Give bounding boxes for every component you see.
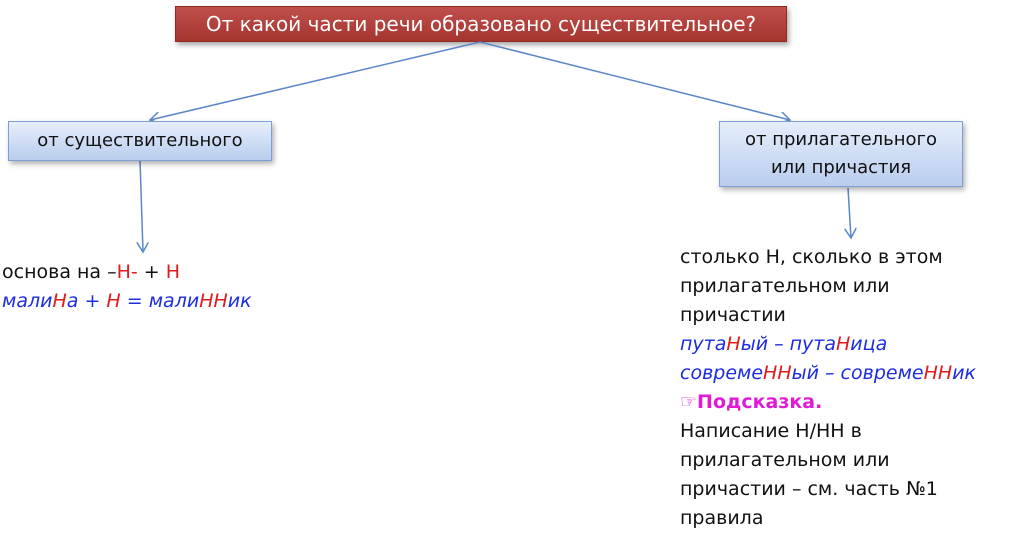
ex-part-c: а + <box>66 290 107 312</box>
ex1-a: пута <box>680 333 727 355</box>
arrow-right-down <box>848 187 851 238</box>
arrow-title-to-left <box>150 41 481 120</box>
right-rule-line3: причастии <box>680 304 786 326</box>
right-rule: столько Н, сколько в этом прилагательном… <box>680 243 976 533</box>
hint-line: ☞Подсказка. <box>680 388 976 417</box>
title-text: От какой части речи образовано существит… <box>205 12 757 36</box>
ex-part-e: = мали <box>120 290 200 312</box>
ex-part-g: ик <box>227 290 252 312</box>
right-rule-line2: прилагательном или <box>680 275 890 297</box>
rule-dash: – <box>107 261 117 283</box>
title-box: От какой части речи образовано существит… <box>175 6 787 42</box>
ex-part-f: НН <box>199 290 228 312</box>
note-line4: правила <box>680 507 764 529</box>
left-example-line: малиНа + Н = малиННик <box>2 287 252 316</box>
ex-part-a: мали <box>2 290 53 312</box>
pointing-hand-icon: ☞ <box>680 391 698 413</box>
ex-part-d: Н <box>106 290 121 312</box>
left-rule: основа на –Н- + Н малиНа + Н = малиННик <box>2 258 252 316</box>
node-from-adjective: от прилагательного или причастия <box>719 121 963 187</box>
ex2-d: НН <box>923 362 953 384</box>
rule-suffix-h: Н- <box>116 261 138 283</box>
arrow-left-down <box>140 159 143 252</box>
node-from-adjective-line1: от прилагательного <box>744 129 938 150</box>
note-line3: причастии – см. часть №1 <box>680 478 938 500</box>
ex2-c: ый – совреме <box>791 362 924 384</box>
node-from-noun: от существительного <box>8 121 272 161</box>
ex1-e: ица <box>850 333 888 355</box>
arrow-title-to-right <box>479 41 790 120</box>
rule-prefix: основа на <box>2 261 108 283</box>
node-from-adjective-line2: или причастия <box>770 157 912 178</box>
ex-part-b: Н <box>52 290 67 312</box>
rule-h: Н <box>165 261 181 283</box>
ex2-a: совреме <box>680 362 764 384</box>
ex1-c: ый – пута <box>740 333 836 355</box>
right-example2: совремеННый – совремеННик <box>680 359 976 388</box>
ex2-e: ик <box>952 362 977 384</box>
left-rule-line: основа на –Н- + Н <box>2 258 252 287</box>
ex2-b: НН <box>763 362 792 384</box>
ex1-b: Н <box>726 333 741 355</box>
note-line2: прилагательном или <box>680 449 890 471</box>
ex1-d: Н <box>836 333 851 355</box>
right-rule-line1: столько Н, сколько в этом <box>680 246 943 268</box>
right-example1: путаНый – путаНица <box>680 330 976 359</box>
hint-label: Подсказка. <box>697 391 823 413</box>
note-line1: Написание Н/НН в <box>680 420 862 442</box>
rule-plus: + <box>137 261 166 283</box>
node-from-noun-label: от существительного <box>37 130 243 151</box>
